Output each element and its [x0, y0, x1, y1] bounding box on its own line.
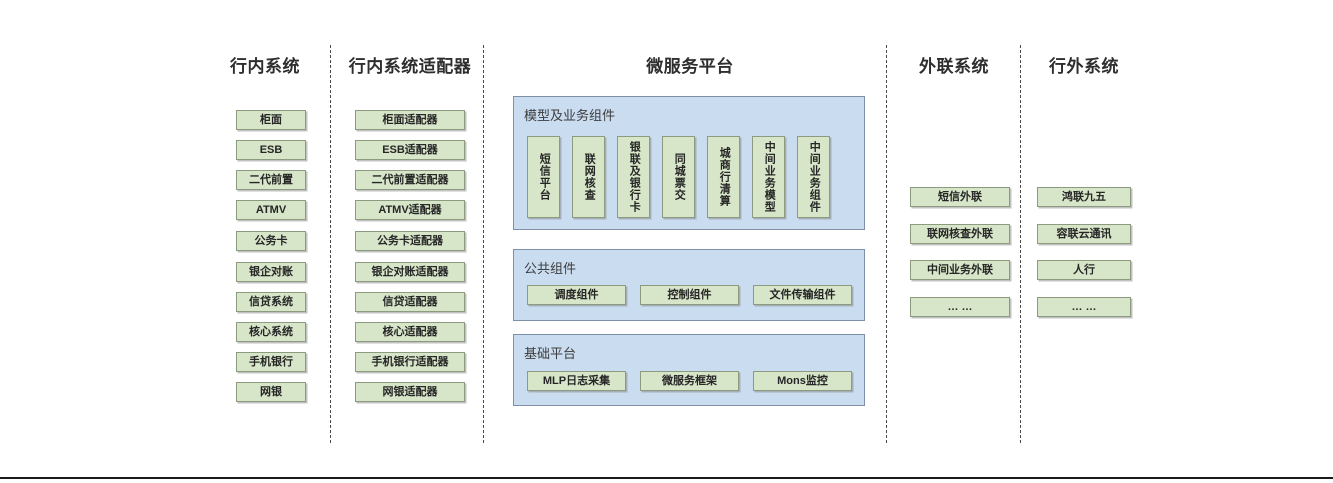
panel-label-base-platform: 基础平台 — [524, 346, 577, 361]
node-external-link-system[interactable]: 短信外联 — [910, 187, 1010, 207]
node-external-link-system[interactable]: 联网核查外联 — [910, 224, 1010, 244]
node-internal-adapter[interactable]: 网银适配器 — [355, 382, 465, 402]
node-external-link-system[interactable]: 中间业务外联 — [910, 260, 1010, 280]
column-separator-3 — [886, 45, 887, 443]
node-public-component[interactable]: 调度组件 — [527, 285, 626, 305]
node-model-component-label: 中间业务模型 — [763, 141, 776, 213]
node-model-component[interactable]: 同城票交 — [662, 136, 695, 218]
node-model-component[interactable]: 中间业务组件 — [797, 136, 830, 218]
node-internal-system[interactable]: 公务卡 — [236, 231, 306, 251]
column-separator-2 — [483, 45, 484, 443]
node-internal-adapter[interactable]: 公务卡适配器 — [355, 231, 465, 251]
column-title-external-link-systems: 外联系统 — [919, 57, 989, 76]
node-internal-system[interactable]: 信贷系统 — [236, 292, 306, 312]
column-title-internal-adapters: 行内系统适配器 — [348, 57, 472, 76]
node-internal-system[interactable]: 柜面 — [236, 110, 306, 130]
node-internal-adapter[interactable]: 银企对账适配器 — [355, 262, 465, 282]
node-model-component-label: 城商行清算 — [718, 147, 731, 207]
panel-label-model-business-components: 模型及业务组件 — [524, 108, 616, 123]
node-internal-adapter[interactable]: 柜面适配器 — [355, 110, 465, 130]
node-internal-adapter[interactable]: 核心适配器 — [355, 322, 465, 342]
node-base-platform-component[interactable]: 微服务框架 — [640, 371, 739, 391]
node-base-platform-component[interactable]: MLP日志采集 — [527, 371, 626, 391]
node-external-link-system[interactable]: … … — [910, 297, 1010, 317]
node-public-component[interactable]: 文件传输组件 — [753, 285, 852, 305]
node-internal-system[interactable]: 核心系统 — [236, 322, 306, 342]
column-separator-4 — [1020, 45, 1021, 443]
node-base-platform-component[interactable]: Mons监控 — [753, 371, 852, 391]
node-model-component[interactable]: 短信平台 — [527, 136, 560, 218]
node-internal-system[interactable]: ATMV — [236, 200, 306, 220]
node-internal-adapter[interactable]: ATMV适配器 — [355, 200, 465, 220]
node-model-component-label: 短信平台 — [538, 153, 551, 201]
column-title-microservice-platform: 微服务平台 — [646, 57, 734, 76]
node-internal-system[interactable]: 网银 — [236, 382, 306, 402]
node-model-component-label: 银联及银行卡 — [628, 141, 641, 213]
node-internal-system[interactable]: 手机银行 — [236, 352, 306, 372]
node-outside-bank-system[interactable]: 人行 — [1037, 260, 1131, 280]
node-internal-adapter[interactable]: 二代前置适配器 — [355, 170, 465, 190]
node-internal-adapter[interactable]: ESB适配器 — [355, 140, 465, 160]
column-separator-1 — [330, 45, 331, 443]
node-outside-bank-system[interactable]: 容联云通讯 — [1037, 224, 1131, 244]
node-model-component[interactable]: 中间业务模型 — [752, 136, 785, 218]
node-internal-system[interactable]: 银企对账 — [236, 262, 306, 282]
node-model-component-label: 同城票交 — [673, 153, 686, 201]
node-internal-system[interactable]: ESB — [236, 140, 306, 160]
node-outside-bank-system[interactable]: 鸿联九五 — [1037, 187, 1131, 207]
bottom-divider — [0, 477, 1333, 479]
node-internal-system[interactable]: 二代前置 — [236, 170, 306, 190]
node-model-component-label: 联网核查 — [583, 153, 596, 201]
node-internal-adapter[interactable]: 信贷适配器 — [355, 292, 465, 312]
node-public-component[interactable]: 控制组件 — [640, 285, 739, 305]
node-model-component[interactable]: 银联及银行卡 — [617, 136, 650, 218]
column-title-internal-systems: 行内系统 — [230, 57, 300, 76]
panel-label-public-components: 公共组件 — [524, 261, 577, 276]
node-outside-bank-system[interactable]: … … — [1037, 297, 1131, 317]
node-internal-adapter[interactable]: 手机银行适配器 — [355, 352, 465, 372]
node-model-component-label: 中间业务组件 — [808, 141, 821, 213]
node-model-component[interactable]: 联网核查 — [572, 136, 605, 218]
node-model-component[interactable]: 城商行清算 — [707, 136, 740, 218]
column-title-outside-bank-systems: 行外系统 — [1049, 57, 1119, 76]
panel-base-platform: 基础平台 — [513, 334, 865, 406]
